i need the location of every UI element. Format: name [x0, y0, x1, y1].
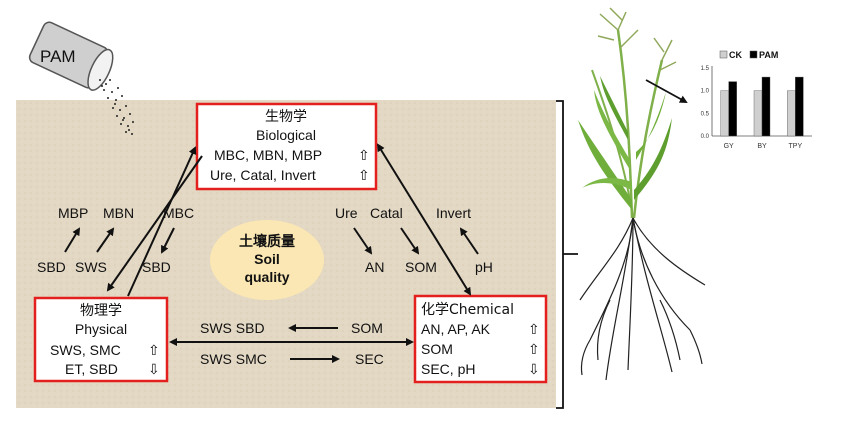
sws-to-mbn-arrow [96, 227, 115, 253]
sbd-to-mbp-arrow [64, 227, 81, 253]
label-an: AN [365, 259, 384, 275]
chemical-line3: SEC, pH [421, 361, 475, 377]
label-sec: SEC [355, 351, 384, 367]
pam-particles [99, 79, 134, 135]
catal-to-som-arrow [400, 227, 420, 255]
label-sws-left: SWS [75, 259, 107, 275]
ure-to-an-arrow [353, 227, 373, 255]
bar-ck-by [753, 90, 763, 137]
biological-title-en: Biological [256, 127, 316, 143]
y-tick-label: 0.0 [701, 134, 710, 140]
label-som-top: SOM [405, 259, 437, 275]
physical-title-zh: 物理学 [80, 303, 122, 319]
bar-pam-by [761, 76, 771, 137]
ph-to-invert-arrow [459, 227, 479, 255]
pam-container-icon: PAM [28, 21, 114, 91]
chemical-arrow3: ⇩ [528, 362, 540, 378]
oat-plant-illustration [578, 7, 706, 381]
mbc-to-sbd-arrow [161, 227, 175, 254]
physical-title-en: Physical [75, 321, 127, 337]
bar-ck-tpy [787, 90, 796, 137]
bar-ck-gy [720, 90, 729, 137]
label-invert: Invert [436, 205, 471, 221]
y-tick-label: 0.5 [701, 111, 710, 117]
label-ure: Ure [335, 205, 358, 221]
y-tick-label: 1.0 [701, 89, 710, 95]
y-tick-label: 1.5 [701, 66, 710, 72]
label-sbd-mid: SBD [142, 259, 171, 275]
pointer-line [645, 79, 688, 103]
x-tick-label: TPY [789, 143, 803, 150]
legend-swatch-ck [719, 50, 728, 59]
soil-quality-zh: 土壤质量 [239, 233, 295, 250]
physical-arrow2: ⇩ [148, 362, 160, 378]
physical-to-biological-arrow [127, 146, 197, 297]
biological-line1: MBC, MBN, MBP [214, 147, 322, 163]
biological-arrow2: ⇧ [358, 168, 370, 184]
bar-pam-tpy [795, 76, 804, 137]
soil-quality-node: 土壤质量 Soil quality [210, 220, 324, 300]
biological-title-zh: 生物学 [265, 109, 307, 125]
pam-label: PAM [40, 47, 76, 66]
chemical-title: 化学Chemical [421, 302, 514, 318]
physical-line2: ET, SBD [65, 361, 118, 377]
biological-arrow1: ⇧ [358, 148, 370, 164]
label-ph: pH [475, 259, 493, 275]
chemical-arrow2: ⇧ [528, 342, 540, 358]
legend-label-pam: PAM [759, 50, 778, 60]
label-som-bottom: SOM [351, 320, 383, 336]
label-mbc: MBC [163, 205, 194, 221]
chemical-line2: SOM [421, 341, 453, 357]
x-tick-label: GY [724, 143, 734, 150]
yield-bar-chart: 0.0 0.5 1.0 1.5GY BY TPY CK PAM [701, 50, 812, 150]
label-mbp: MBP [58, 205, 88, 221]
soil-quality-en2: quality [244, 269, 289, 285]
physical-arrow1: ⇧ [148, 343, 160, 359]
legend-label-ck: CK [729, 50, 742, 60]
chemical-line1: AN, AP, AK [421, 321, 491, 337]
label-mbn: MBN [103, 205, 134, 221]
physical-line1: SWS, SMC [50, 342, 121, 358]
label-sws-smc: SWS SMC [200, 351, 267, 367]
biological-box: 生物学 Biological MBC, MBN, MBP ⇧ Ure, Cata… [195, 102, 378, 191]
bracket [556, 100, 578, 409]
bar-pam-gy [728, 81, 737, 137]
label-sws-sbd: SWS SBD [200, 320, 265, 336]
legend-swatch-pam [749, 50, 758, 59]
soil-quality-en1: Soil [254, 251, 280, 267]
biological-to-physical-arrow [106, 155, 203, 292]
label-sbd-left: SBD [37, 259, 66, 275]
x-tick-label: BY [757, 143, 767, 150]
chemical-arrow1: ⇧ [528, 322, 540, 338]
biological-line2: Ure, Catal, Invert [210, 167, 316, 183]
chemical-box: 化学Chemical AN, AP, AK ⇧ SOM ⇧ SEC, pH ⇩ [413, 294, 548, 384]
physical-box: 物理学 Physical SWS, SMC ⇧ ET, SBD ⇩ [33, 296, 169, 383]
label-catal: Catal [370, 205, 403, 221]
chemical-biological-arrow [376, 143, 472, 296]
